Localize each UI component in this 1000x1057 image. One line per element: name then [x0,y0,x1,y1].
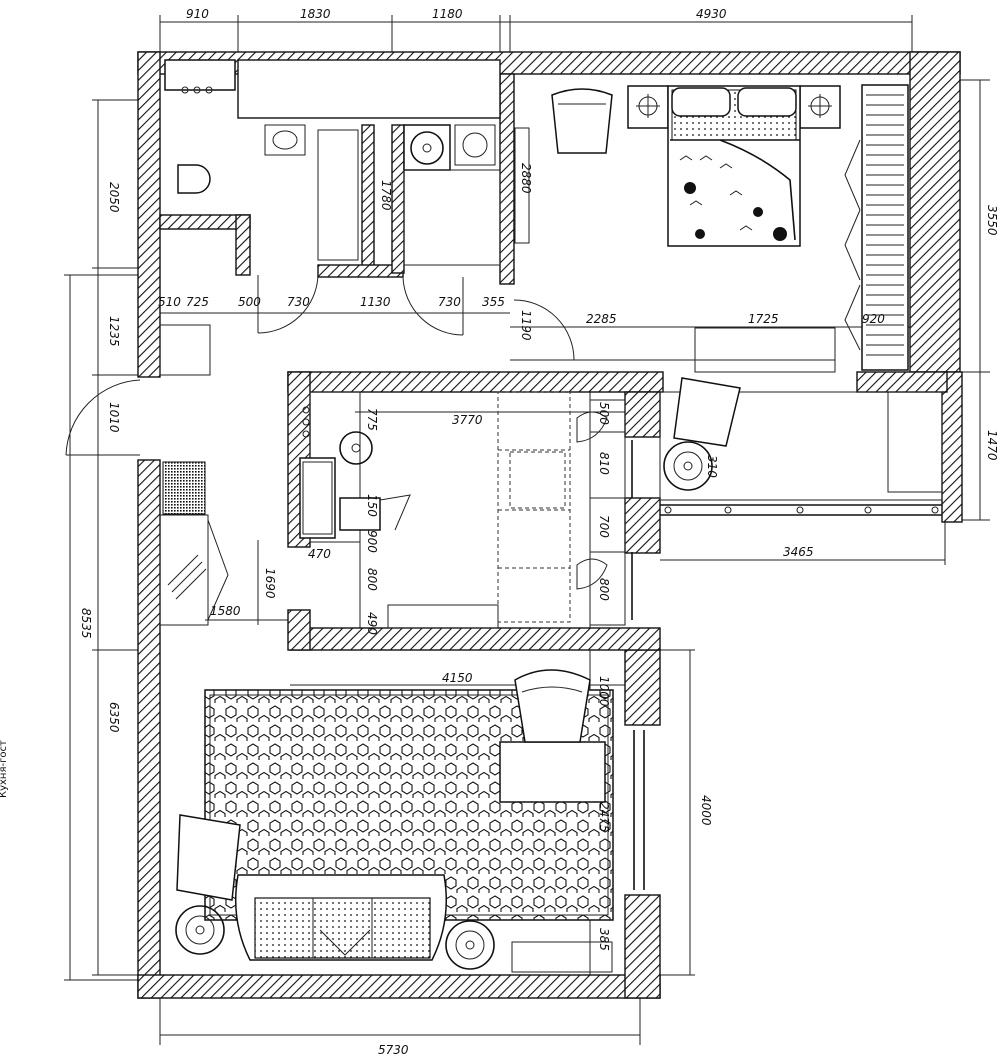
sofa [234,874,448,961]
dim-top-1830: 1830 [300,7,331,21]
bathroom [164,59,359,261]
armchair-icon [551,88,613,154]
side-table-icon [663,441,713,491]
dim-kitchen-700: 700 [597,515,611,538]
side-table-icon [445,920,495,970]
bedroom [551,84,909,373]
dim-wc-2880: 2880 [519,163,533,194]
armchair-icon [176,814,241,901]
dim-top-1180: 1180 [432,7,463,21]
kitchen-sink-icon [339,431,373,465]
extendable-table [497,391,571,623]
entrance-door [65,379,141,456]
dim-balcony-3465: 3465 [783,545,814,559]
armchair-icon [673,377,741,447]
chair-icon [339,497,381,531]
nightstand-left [627,85,669,129]
living-room [175,669,645,973]
dim-top-910: 910 [186,7,209,21]
chair-icon [576,558,608,590]
pillow-icon [671,87,731,117]
dim-left-6350: 6350 [107,702,121,733]
dim-kitchen-810: 810 [597,452,611,475]
dim-living-4150: 4150 [442,671,473,685]
dim-hall-1690: 1690 [263,568,277,599]
dim-left-2050: 2050 [107,182,121,213]
armchair-icon [514,669,591,743]
dim-hall-725: 725 [186,295,209,309]
dim-bottom-5730: 5730 [378,1043,409,1057]
dim-kitchen-500: 500 [597,402,611,425]
wardrobe-right [844,84,909,371]
doormat [162,461,206,515]
dim-balcony-1470: 1470 [985,430,999,461]
dim-bath-1780: 1780 [379,180,393,211]
walls [137,51,963,999]
double-bed [667,85,801,247]
dim-door-1190: 1190 [519,310,533,341]
dim-left-1235: 1235 [107,316,121,347]
dim-kitchen-800: 800 [365,568,379,591]
balcony [659,377,943,516]
side-table-icon [175,905,225,955]
dim-kitchen-470: 470 [308,547,331,561]
dim-living-1000: 1000 [597,676,611,707]
hall [65,274,835,626]
wc-room [403,124,530,266]
dim-hall-1580: 1580 [210,604,241,618]
faucet-icon [181,86,189,94]
dim-bed-2285: 2285 [586,312,617,326]
dim-bed-920: 920 [862,312,885,326]
dim-living-385: 385 [597,928,611,951]
dim-left-8535: 8535 [79,608,93,639]
desk [499,741,606,803]
dim-bed-1725: 1725 [748,312,779,326]
tv-stand [511,941,613,973]
dim-hall-730b: 730 [438,295,461,309]
dim-hall-500: 500 [238,295,261,309]
dim-right-3550: 3550 [985,205,999,236]
dim-living-2475: 2475 [597,802,611,833]
dim-hall-510: 510 [158,295,181,309]
toilet-icon [177,164,211,194]
chair-icon [576,411,608,443]
dim-hall-355: 355 [482,295,505,309]
dim-kitchen-3770: 3770 [452,413,483,427]
shoe-cabinet [159,514,209,626]
dim-kitchen-900: 900 [365,530,379,553]
pillow-icon [737,87,797,117]
bed-pattern-dot [684,182,696,194]
dim-kitchen-800b: 800 [597,578,611,601]
dim-hall-730a: 730 [287,295,310,309]
dim-kitchen-490: 490 [365,612,379,635]
dim-kitchen-150: 150 [365,494,379,517]
dim-living-4000: 4000 [699,795,713,826]
bathtub [164,59,236,91]
dim-kitchen-775: 775 [365,408,379,431]
dim-left-1010: 1010 [107,402,121,433]
dim-hall-1130: 1130 [360,295,391,309]
kitchen [299,391,633,629]
sink [264,124,306,156]
stove [299,457,336,539]
dim-balcony-310: 310 [705,455,719,478]
washing-machine [454,124,496,166]
dimension-labels: 910 1830 1180 4930 2050 1780 2880 3550 5… [79,7,999,1057]
dim-top-4930: 4930 [696,7,727,21]
